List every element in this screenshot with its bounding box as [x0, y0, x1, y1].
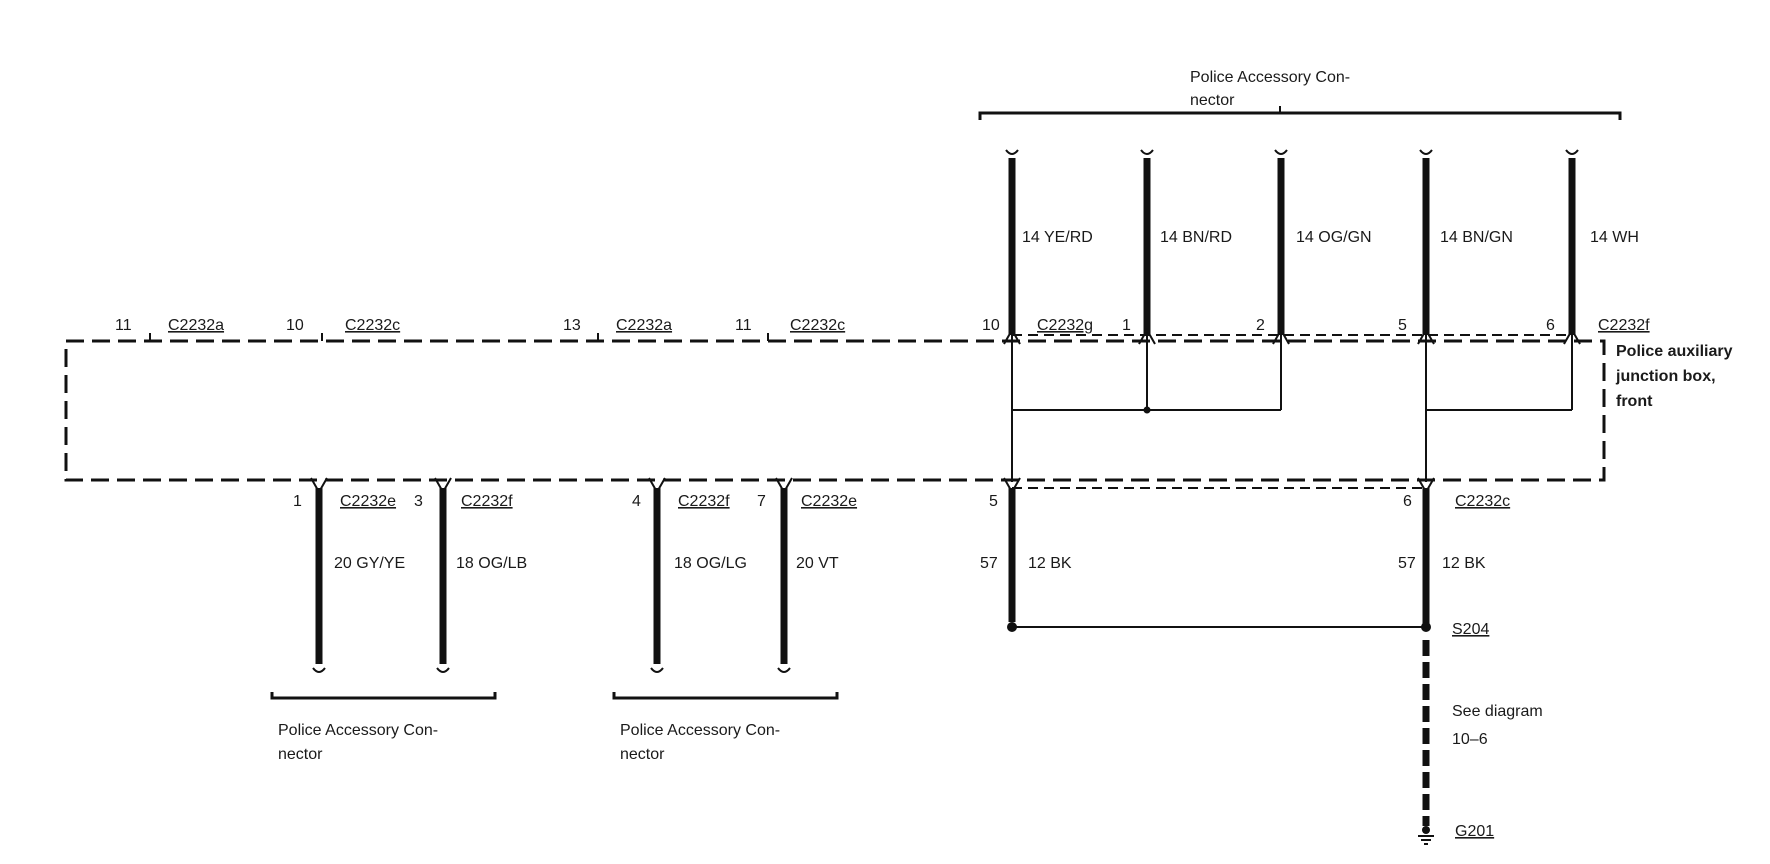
circuit-57-right: 57 [1398, 555, 1416, 572]
bottom-wire-5: 5 57 12 BK [980, 477, 1072, 622]
wire-label-14-bn-gn: 14 BN/GN [1440, 229, 1513, 246]
pin-6-top: 6 [1546, 317, 1555, 334]
junction-box-label: Police auxiliary junction box, front [1615, 343, 1733, 410]
top-wire-1: 14 YE/RD [1003, 149, 1093, 345]
ground-g201: G201 [1418, 823, 1494, 845]
pin-1-bottom: 1 [293, 493, 302, 510]
pin-11-a: 11 [115, 317, 132, 334]
pin-5-bottom: 5 [989, 493, 998, 510]
pin-3-bottom: 3 [414, 493, 423, 510]
pin-6-bottom: 6 [1403, 493, 1412, 510]
top-wire-5: 14 WH [1563, 149, 1639, 345]
junction-box-label-line1: Police auxiliary [1616, 343, 1733, 360]
junction-box-outline [64, 339, 1606, 482]
connector-c2232c-2: C2232c [790, 317, 845, 334]
wire-label-14-og-gn: 14 OG/GN [1296, 229, 1372, 246]
top-wire-4: 14 BN/GN [1417, 149, 1513, 345]
circuit-57-left: 57 [980, 555, 998, 572]
connector-c2232f-2: C2232f [678, 493, 730, 510]
pin-7-bottom: 7 [757, 493, 766, 510]
top-connector: Police Accessory Con- nector [978, 69, 1622, 120]
pin-10-b: 10 [982, 317, 1000, 334]
see-diagram-line1: See diagram [1452, 703, 1543, 720]
wire-label-14-bn-rd: 14 BN/RD [1160, 229, 1232, 246]
splice-s204: S204 [1007, 621, 1489, 638]
connector-c2232g: C2232g [1037, 317, 1093, 334]
top-connector-label-line2: nector [1190, 92, 1235, 109]
bottom-wire-6: 6 C2232c 57 12 BK [1398, 477, 1510, 630]
pin-1-top: 1 [1122, 317, 1131, 334]
bottom-wire-2: 3 C2232f 18 OG/LB [414, 477, 527, 673]
top-wire-2: 14 BN/RD [1138, 149, 1232, 345]
bottom-wire-4: 7 C2232e 20 VT [757, 477, 857, 673]
junction-box-label-line2: junction box, [1615, 368, 1716, 385]
connector-c2232c-bottom: C2232c [1455, 493, 1510, 510]
see-diagram-note: See diagram 10–6 [1452, 703, 1543, 748]
pin-5-top: 5 [1398, 317, 1407, 334]
wire-label-18-og-lb: 18 OG/LB [456, 555, 527, 572]
wire-label-12-bk-left: 12 BK [1028, 555, 1072, 572]
connector-c2232f-1: C2232f [461, 493, 513, 510]
pin-4-bottom: 4 [632, 493, 641, 510]
splice-label-s204: S204 [1452, 621, 1489, 638]
pin-13: 13 [563, 317, 581, 334]
connector-c2232e-1: C2232e [340, 493, 396, 510]
ground-label-g201: G201 [1455, 823, 1494, 840]
pin-11-b: 11 [735, 317, 752, 334]
connector-c2232a-1: C2232a [168, 317, 224, 334]
wire-label-18-og-lg: 18 OG/LG [674, 555, 747, 572]
pin-2-top: 2 [1256, 317, 1265, 334]
wire-label-14-wh: 14 WH [1590, 229, 1639, 246]
connector-c2232e-2: C2232e [801, 493, 857, 510]
wire-label-20-gy-ye: 20 GY/YE [334, 555, 405, 572]
top-pin-labels: 11 C2232a 10 C2232c 13 C2232a 11 C2232c … [115, 317, 1650, 341]
connector-c2232f-top: C2232f [1598, 317, 1650, 334]
wire-label-14-ye-rd: 14 YE/RD [1022, 229, 1093, 246]
ground-symbol-icon [1418, 835, 1434, 845]
see-diagram-line2: 10–6 [1452, 731, 1488, 748]
bottom-connector-a-line1: Police Accessory Con- [278, 722, 438, 739]
top-connector-label-line1: Police Accessory Con- [1190, 69, 1350, 86]
bottom-connector-b-line1: Police Accessory Con- [620, 722, 780, 739]
internal-wiring [1011, 335, 1573, 482]
top-wire-3: 14 OG/GN [1272, 149, 1372, 345]
connector-c2232c-1: C2232c [345, 317, 400, 334]
junction-box-label-line3: front [1616, 393, 1653, 410]
pin-10-a: 10 [286, 317, 304, 334]
bottom-connector-a: Police Accessory Con- nector [270, 692, 497, 763]
wire-label-20-vt: 20 VT [796, 555, 839, 572]
wire-label-12-bk-right: 12 BK [1442, 555, 1486, 572]
bottom-wire-1: 1 C2232e 20 GY/YE [293, 477, 405, 673]
bottom-connector-b-line2: nector [620, 746, 665, 763]
connector-c2232a-2: C2232a [616, 317, 672, 334]
bottom-wire-3: 4 C2232f 18 OG/LG [632, 477, 747, 673]
bottom-connector-b: Police Accessory Con- nector [612, 692, 839, 763]
bottom-connector-a-line2: nector [278, 746, 323, 763]
